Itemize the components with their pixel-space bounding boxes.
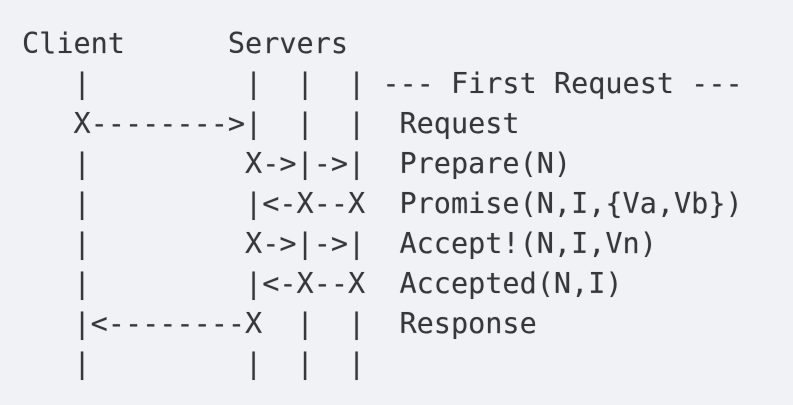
diagram-header-row: Client Servers <box>22 27 349 60</box>
row-accepted: | |<-X--X Accepted(N,I) <box>22 267 623 300</box>
row-lifelines-trailing: | | | | <box>22 347 366 380</box>
paxos-ascii-diagram: Client Servers | | | | --- First Request… <box>22 24 743 384</box>
row-promise: | |<-X--X Promise(N,I,{Va,Vb}) <box>22 187 743 220</box>
row-prepare: | X->|->| Prepare(N) <box>22 147 572 180</box>
row-request: X-------->| | | Request <box>22 107 520 140</box>
row-response: |<--------X | | Response <box>22 307 537 340</box>
row-first-request-banner: | | | | --- First Request --- <box>22 67 743 100</box>
row-accept: | X->|->| Accept!(N,I,Vn) <box>22 227 657 260</box>
